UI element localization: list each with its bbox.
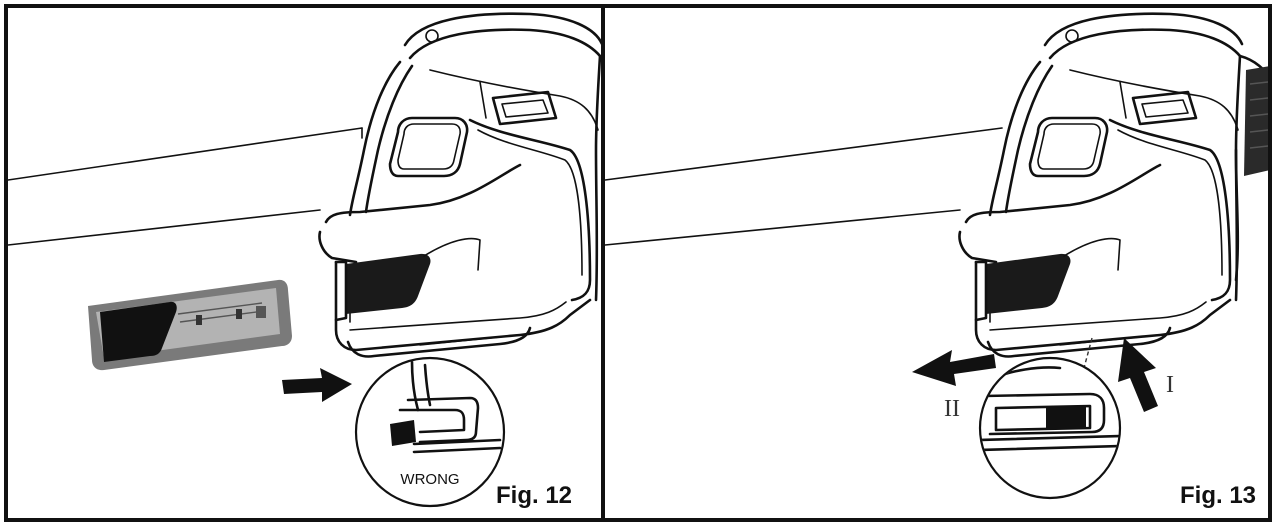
- figure-label-12: Fig. 12: [496, 482, 572, 509]
- insert-arrow: [282, 368, 352, 402]
- wrong-label: WRONG: [400, 471, 459, 488]
- panel-fig-13: I II Fig. 13: [601, 4, 1272, 522]
- step-two-label: II: [944, 396, 960, 422]
- wrong-callout: WRONG: [354, 356, 506, 508]
- panel-fig-12: WRONG Fig. 12: [4, 4, 605, 522]
- arrow-step-two: [912, 350, 996, 386]
- arrow-step-one: [1118, 338, 1158, 412]
- filter-cartridge: [88, 279, 292, 371]
- step-one-label: I: [1166, 372, 1174, 398]
- figure-label-13: Fig. 13: [1180, 482, 1256, 509]
